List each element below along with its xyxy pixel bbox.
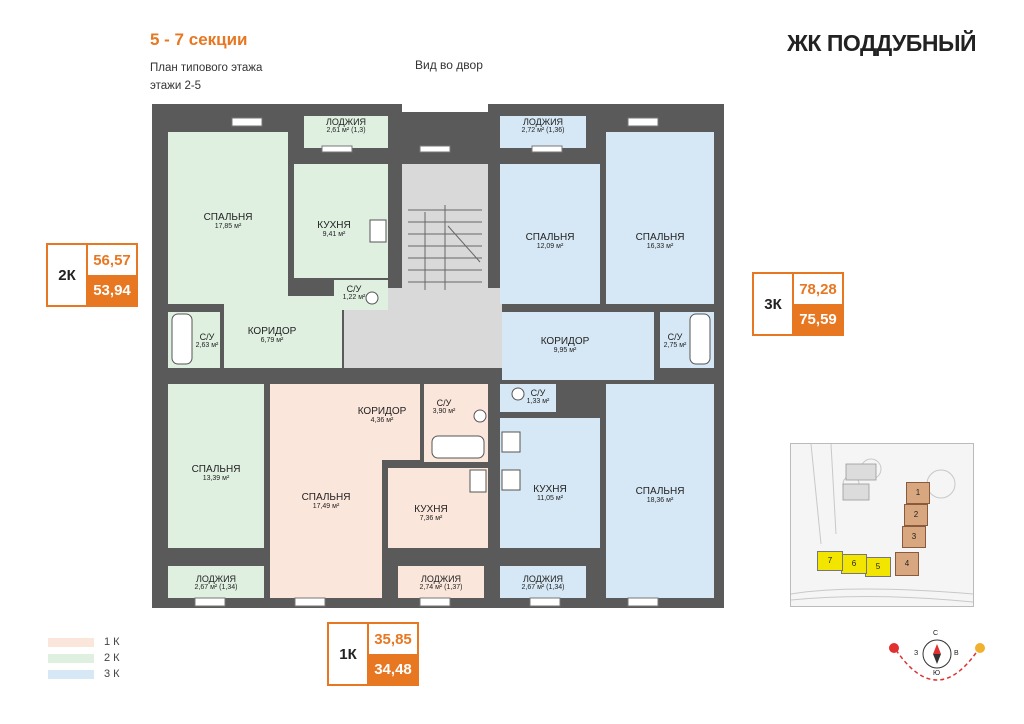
bathtub-icon <box>171 313 193 365</box>
room-corridor-1k <box>344 384 420 460</box>
floors-label: этажи 2-5 <box>150 80 202 92</box>
toilet-icon <box>365 291 379 305</box>
compass-e: В <box>954 650 959 657</box>
legend-label: 2 К <box>104 652 120 664</box>
stove-icon <box>501 469 521 491</box>
room-bedroom-2k-a <box>168 132 288 304</box>
site-section-7: 7 <box>817 551 843 571</box>
stove-icon <box>469 469 487 493</box>
sunset-icon <box>975 643 985 653</box>
stove-icon <box>369 219 387 243</box>
legend: 1 К 2 К 3 К <box>48 634 120 682</box>
room-loggia-3k-bot <box>500 566 586 598</box>
badge-3k-type: 3К <box>754 274 794 334</box>
stove-icon <box>501 431 521 453</box>
site-section-3: 3 <box>902 526 926 548</box>
site-plan: 1 2 3 4 5 6 7 <box>790 443 974 607</box>
badge-3k: 3К 78,28 75,59 <box>752 272 844 336</box>
room-loggia-2k-bot <box>168 566 264 598</box>
room-loggia-2k-top <box>304 116 388 148</box>
bathtub-icon <box>431 435 485 459</box>
room-corridor-3k <box>502 312 654 380</box>
legend-label: 1 К <box>104 636 120 648</box>
site-section-2: 2 <box>904 504 928 526</box>
badge-1k-type: 1К <box>329 624 369 684</box>
sunrise-icon <box>889 643 899 653</box>
badge-2k-total: 56,57 <box>93 251 131 269</box>
site-plan-map <box>791 444 973 603</box>
site-section-4: 4 <box>895 552 919 576</box>
compass-icon <box>889 639 985 681</box>
room-bedroom-2k-b <box>168 384 264 548</box>
legend-label: 3 К <box>104 668 120 680</box>
toilet-icon <box>511 387 525 401</box>
toilet-icon <box>473 409 487 423</box>
sections-title: 5 - 7 секции <box>150 30 248 49</box>
plan-title: План типового этажа <box>150 62 263 74</box>
badge-2k: 2К 56,57 53,94 <box>46 243 138 307</box>
room-bedroom-3k-b <box>606 132 714 304</box>
compass-n: С <box>933 630 939 637</box>
room-wc-2k-small <box>334 280 388 310</box>
site-section-5: 5 <box>865 557 891 577</box>
legend-swatch <box>48 669 94 679</box>
badge-2k-type: 2К <box>48 245 88 305</box>
site-section-6: 6 <box>841 554 867 574</box>
view-label: Вид во двор <box>415 58 483 72</box>
room-bedroom-3k-a <box>500 164 600 304</box>
badge-1k: 1К 35,85 34,48 <box>327 622 419 686</box>
room-corridor-2k <box>224 296 342 368</box>
badge-3k-total: 78,28 <box>799 280 837 298</box>
room-bedroom-3k-c <box>606 384 714 598</box>
room-loggia-3k-top <box>500 116 586 148</box>
legend-item-2k: 2 К <box>48 650 120 666</box>
badge-1k-total: 35,85 <box>374 630 412 648</box>
legend-item-3k: 3 К <box>48 666 120 682</box>
compass-w: З <box>914 650 919 657</box>
compass: С Ю З В <box>884 630 990 694</box>
site-section-1: 1 <box>906 482 930 504</box>
room-loggia-1k-bot <box>398 566 484 598</box>
badge-1k-living: 34,48 <box>369 654 417 684</box>
complex-name: ЖК ПОДДУБНЫЙ <box>787 30 976 56</box>
room-wc-3k-small <box>500 384 556 412</box>
badge-2k-living: 53,94 <box>88 275 136 305</box>
compass-s: Ю <box>933 670 941 677</box>
badge-3k-living: 75,59 <box>794 304 842 334</box>
legend-swatch <box>48 653 94 663</box>
legend-swatch <box>48 637 94 647</box>
legend-item-1k: 1 К <box>48 634 120 650</box>
bathtub-icon <box>689 313 711 365</box>
